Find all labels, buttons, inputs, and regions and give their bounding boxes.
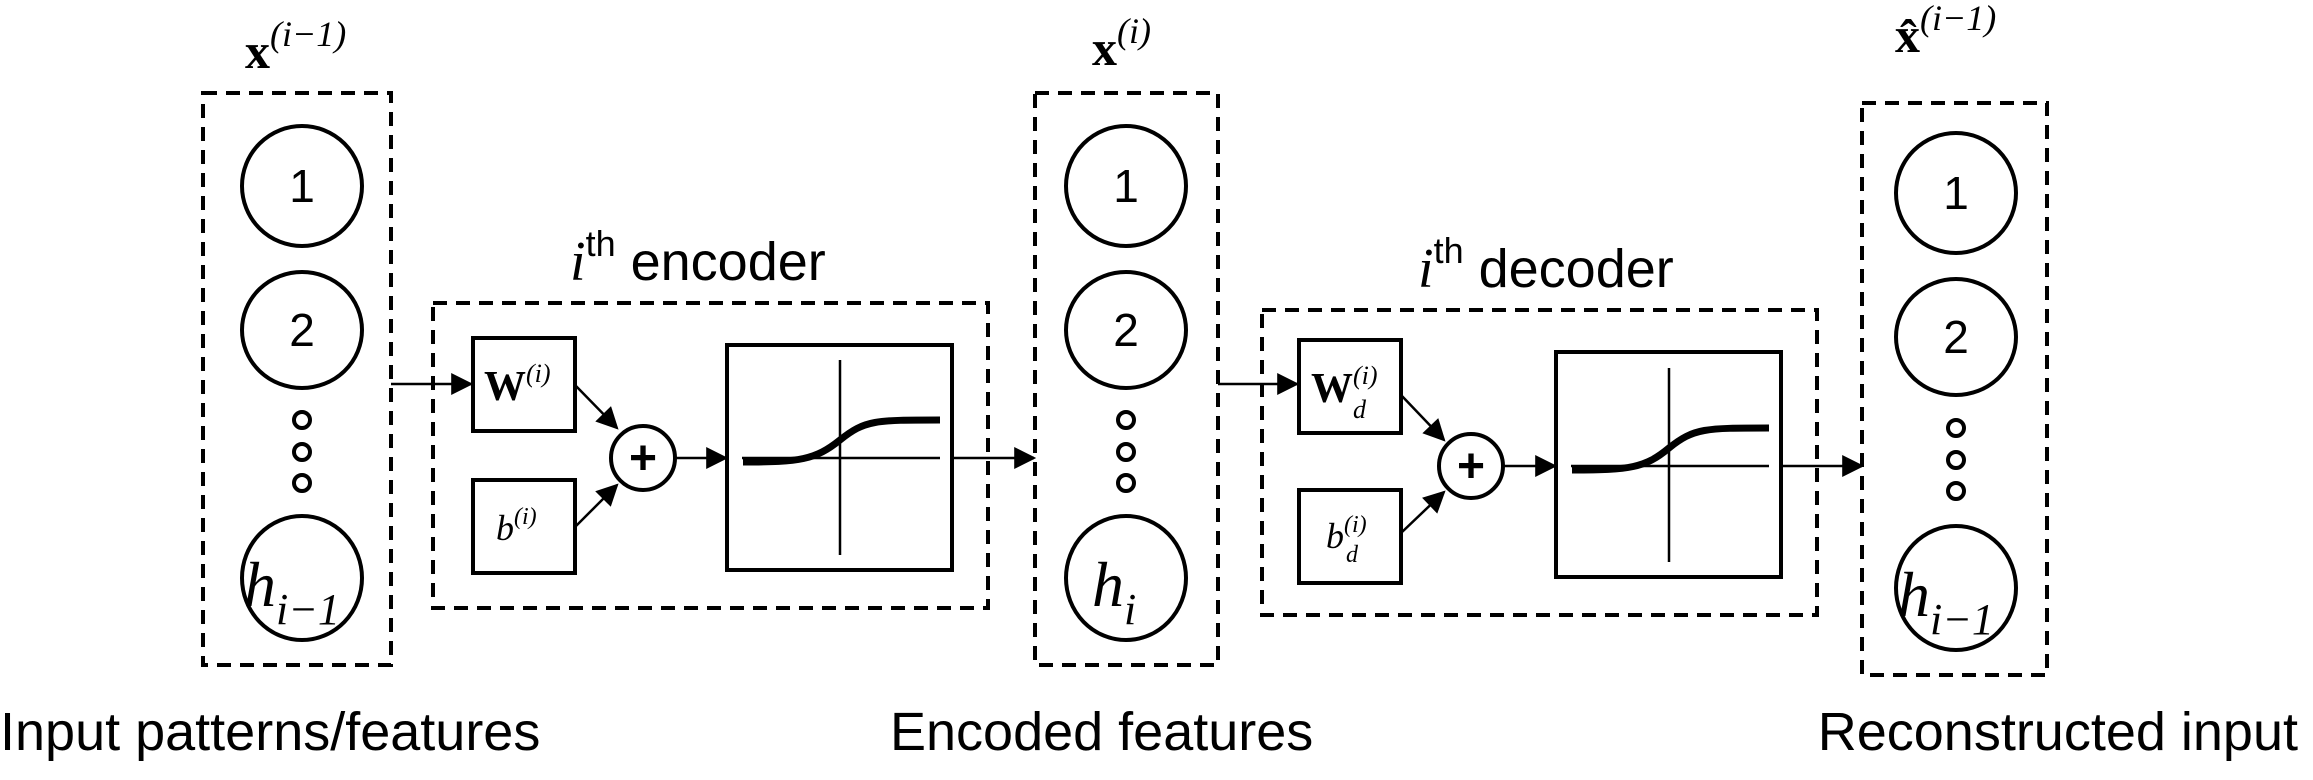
encoder-weight-arrow bbox=[574, 384, 619, 430]
ellipsis-dot bbox=[1116, 410, 1136, 430]
reconstructed-layer-caption: Reconstructed input bbox=[1818, 702, 2298, 762]
decoder-weight-subscript: d bbox=[1353, 395, 1367, 424]
encoder-bias-box bbox=[471, 478, 577, 575]
sigmoid-curve-icon bbox=[1571, 424, 1770, 474]
encoded-layer-caption: Encoded features bbox=[890, 702, 1313, 762]
ellipsis-dot bbox=[1116, 473, 1136, 493]
encoded-layer-box bbox=[1033, 91, 1220, 667]
encoded-node-last bbox=[1064, 514, 1188, 642]
input-node-2-label: 2 bbox=[289, 304, 315, 356]
ellipsis-dot bbox=[1116, 442, 1136, 462]
decoder-bias-label: b(i) bbox=[1326, 512, 1367, 556]
decoder-bias-arrow bbox=[1400, 490, 1446, 534]
input-layer-box bbox=[201, 91, 393, 667]
reconstructed-node-last bbox=[1894, 524, 2018, 652]
decoder-bias-box bbox=[1297, 488, 1403, 585]
encoder-block: ith encoder W(i) b(i) + bbox=[431, 223, 990, 610]
reconstructed-layer: x̂(i−1) 1 2 hi−1 Reconstructed input bbox=[1818, 0, 2298, 762]
decoder-bias-subscript: d bbox=[1346, 542, 1359, 568]
encoder-weight-label: W(i) bbox=[484, 359, 551, 410]
encoded-node-2 bbox=[1064, 270, 1188, 390]
input-vector-label: x(i−1) bbox=[245, 14, 346, 79]
ellipsis-dot bbox=[1946, 481, 1966, 501]
reconstructed-vector-label: x̂(i−1) bbox=[1895, 0, 1996, 63]
decoder-weight-label: W(i) bbox=[1311, 361, 1378, 412]
encoded-node-last-label: hi bbox=[1092, 549, 1136, 634]
reconstructed-layer-box bbox=[1860, 101, 2049, 677]
input-node-last bbox=[240, 514, 364, 642]
decoder-box bbox=[1260, 308, 1819, 617]
reconstructed-node-1-label: 1 bbox=[1943, 167, 1969, 219]
reconstructed-node-2-label: 2 bbox=[1943, 311, 1969, 363]
encoded-vector-label: x(i) bbox=[1092, 11, 1151, 76]
input-node-2 bbox=[240, 270, 364, 390]
reconstructed-node-2 bbox=[1894, 277, 2018, 397]
reconstructed-node-last-label: hi−1 bbox=[1898, 559, 1994, 644]
encoder-bias-arrow bbox=[574, 483, 619, 528]
input-layer-caption: Input patterns/features bbox=[0, 702, 540, 762]
input-node-last-label: hi−1 bbox=[244, 549, 340, 634]
sigmoid-curve-icon bbox=[742, 416, 941, 466]
input-node-1 bbox=[240, 124, 364, 248]
encoded-node-1 bbox=[1064, 124, 1188, 248]
ellipsis-dot bbox=[292, 442, 312, 462]
encoded-node-2-label: 2 bbox=[1113, 304, 1139, 356]
encoder-box bbox=[431, 301, 990, 610]
encoded-layer: x(i) 1 2 hi Encoded features bbox=[890, 11, 1313, 762]
encoder-title: ith encoder bbox=[570, 223, 826, 293]
encoded-node-1-label: 1 bbox=[1113, 160, 1139, 212]
decoder-weight-box bbox=[1297, 338, 1403, 435]
decoder-weight-arrow bbox=[1400, 394, 1446, 442]
decoder-sum-symbol: + bbox=[1457, 440, 1485, 493]
encoder-sum-symbol: + bbox=[629, 432, 657, 485]
reconstructed-node-1 bbox=[1894, 131, 2018, 255]
ellipsis-dot bbox=[292, 473, 312, 493]
ellipsis-dot bbox=[292, 410, 312, 430]
decoder-title: ith decoder bbox=[1418, 230, 1674, 300]
ellipsis-dot bbox=[1946, 450, 1966, 470]
decoder-block: ith decoder W(i) d b(i) d + bbox=[1260, 230, 1819, 617]
ellipsis-dot bbox=[1946, 418, 1966, 438]
encoder-bias-label: b(i) bbox=[496, 504, 537, 548]
input-layer: x(i−1) 1 2 hi−1 Input patterns/features bbox=[0, 14, 540, 762]
input-node-1-label: 1 bbox=[289, 160, 315, 212]
